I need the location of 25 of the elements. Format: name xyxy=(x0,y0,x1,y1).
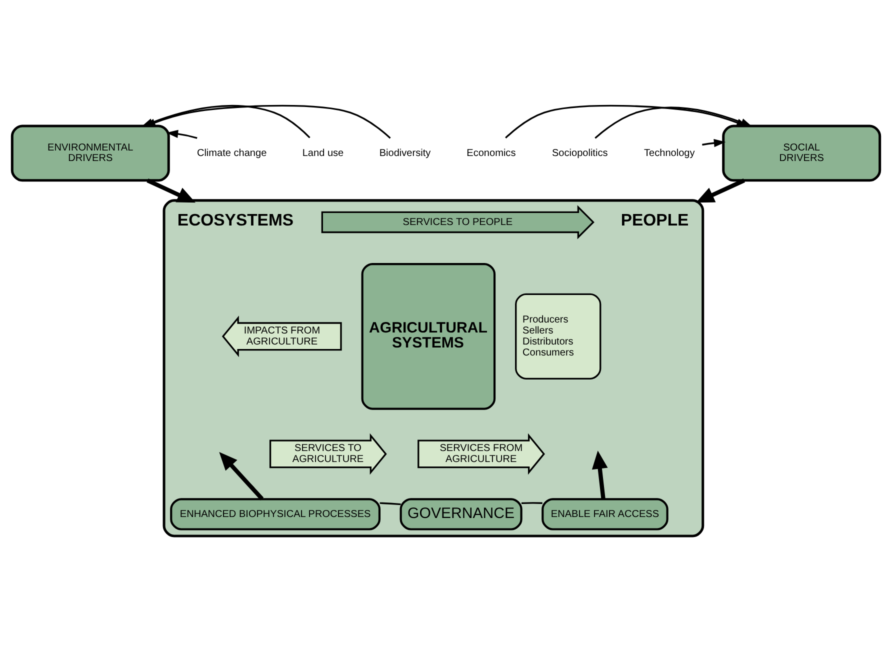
node-text: PEOPLE xyxy=(620,210,689,230)
node-box: ENABLE FAIR ACCESS xyxy=(542,498,668,530)
node-text: Sociopolitics xyxy=(552,147,608,158)
node-box: SOCIAL DRIVERS xyxy=(722,124,882,182)
node-box: ENVIRONMENTAL DRIVERS xyxy=(10,124,170,182)
arrow xyxy=(696,178,746,202)
node-text: Economics xyxy=(466,147,516,158)
node-box: GOVERNANCE xyxy=(400,498,522,530)
arrow xyxy=(146,178,196,202)
connector xyxy=(380,502,401,505)
node-box: ENHANCED BIOPHYSICAL PROCESSES xyxy=(170,498,381,530)
node-text: Climate change xyxy=(196,147,267,158)
arrow xyxy=(166,129,198,138)
node-text: Land use xyxy=(302,147,344,158)
connector xyxy=(521,502,542,504)
node-box: Producers Sellers Distributors Consumers xyxy=(515,292,602,379)
node-text: Biodiversity xyxy=(379,147,431,158)
cluster xyxy=(162,198,704,537)
arrow xyxy=(592,450,608,499)
node-text: Technology xyxy=(644,147,695,158)
arrow xyxy=(594,106,752,138)
arrow xyxy=(219,451,264,500)
node-text: ECOSYSTEMS xyxy=(177,210,294,230)
node-box: AGRICULTURAL SYSTEMS xyxy=(361,262,496,410)
arrow xyxy=(702,138,726,147)
